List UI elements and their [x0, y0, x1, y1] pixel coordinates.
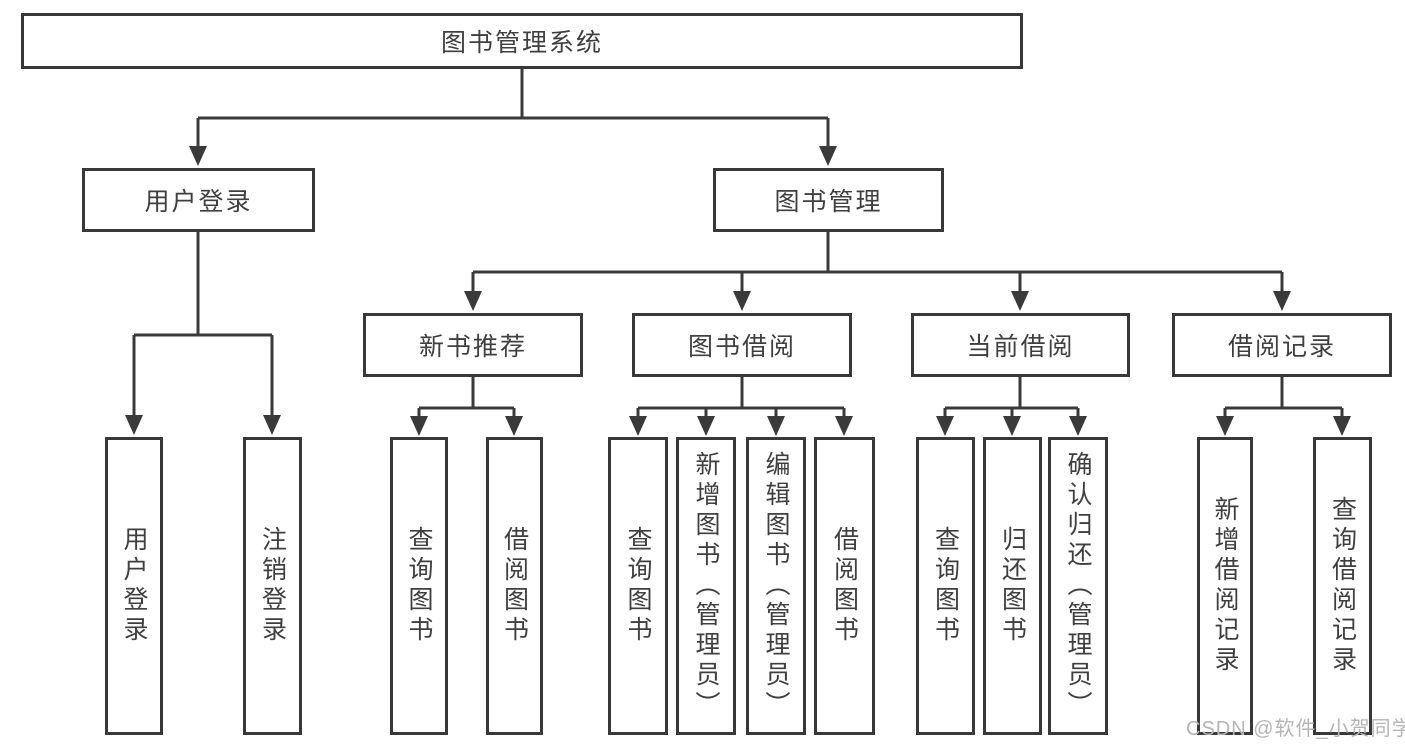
leaf-query-books-recommend: 查询图书 — [390, 437, 448, 735]
node-book-borrow: 图书借阅 — [632, 313, 852, 377]
leaf-logout: 注销登录 — [243, 437, 302, 735]
root-node-library-management-system: 图书管理系统 — [21, 13, 1023, 69]
watermark-csdn: CSDN @软件_小贺同学 — [1186, 718, 1405, 740]
node-borrow-record: 借阅记录 — [1172, 313, 1392, 377]
leaf-query-borrow-record: 查询借阅记录 — [1313, 437, 1372, 735]
leaf-query-books-current: 查询图书 — [916, 437, 975, 735]
leaf-borrow-books: 借阅图书 — [814, 437, 875, 735]
leaf-edit-books-admin: 编辑图书（管理员） — [746, 437, 806, 735]
leaf-add-books-admin: 新增图书（管理员） — [676, 437, 736, 735]
node-new-book-recommend: 新书推荐 — [363, 313, 583, 377]
node-book-management: 图书管理 — [713, 168, 944, 232]
leaf-query-books-borrow: 查询图书 — [608, 437, 668, 735]
leaf-return-books: 归还图书 — [983, 437, 1042, 735]
leaf-confirm-return-admin: 确认归还（管理员） — [1048, 437, 1108, 735]
node-current-borrow: 当前借阅 — [911, 313, 1130, 377]
leaf-add-borrow-record: 新增借阅记录 — [1197, 437, 1253, 735]
leaf-user-login: 用户登录 — [105, 437, 163, 735]
node-user-login: 用户登录 — [82, 168, 315, 232]
leaf-borrow-books-recommend: 借阅图书 — [486, 437, 543, 735]
